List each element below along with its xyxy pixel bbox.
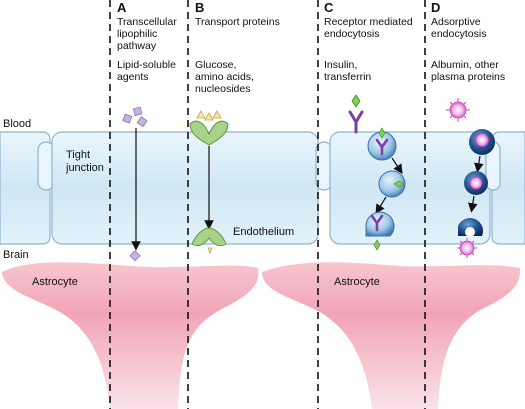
glucose-molecule-icon [207, 247, 213, 255]
astrocyte-right-shape [262, 262, 521, 409]
tight-junction-label-line-1: Tight [66, 149, 90, 161]
pathway-d-adsorptive-endocytosis [446, 98, 495, 258]
vesicle-icon [458, 217, 484, 236]
pathway-c-example-line-2: transferrin [324, 71, 371, 83]
pathway-b-example-line-3: nucleosides [195, 83, 250, 95]
lipid-molecule-icon [136, 116, 148, 128]
pathway-a-example-line-1: Lipid-soluble [117, 59, 176, 71]
pathway-a-title-line-3: pathway [117, 40, 157, 52]
lipid-molecule-icon [132, 106, 143, 117]
pathway-a-letter: A [117, 0, 127, 15]
albumin-molecule-icon [469, 176, 483, 190]
pathway-b-example-line-2: amino acids, [195, 71, 254, 83]
receptor-icon [348, 110, 364, 134]
glucose-molecule-icon [204, 112, 214, 121]
pathway-b-transporter [189, 110, 229, 255]
pathway-b-example-line-1: Glucose, [195, 59, 236, 71]
pathway-b-letter: B [195, 0, 204, 15]
albumin-molecule-icon [475, 133, 489, 147]
blood-label: Blood [3, 118, 31, 130]
transporter-protein-top-icon [189, 120, 229, 146]
insulin-molecule-icon [393, 180, 405, 188]
pathway-a-title-line-2: lipophilic [117, 28, 157, 40]
albumin-molecule-icon [446, 98, 470, 122]
transporter-protein-bottom-icon [191, 227, 227, 247]
vesicle-icon [365, 211, 395, 237]
pathway-c-letter: C [324, 0, 334, 15]
pathway-c-example-line-1: Insulin, [324, 59, 357, 71]
pathway-a-title-line-1: Transcellular [117, 16, 177, 28]
pathway-d-arrow-2 [468, 195, 478, 213]
glucose-molecule-icon [212, 110, 222, 119]
astrocyte-left-shape [2, 262, 259, 409]
insulin-molecule-icon [373, 239, 381, 251]
albumin-molecule-icon [465, 227, 475, 237]
vesicle-icon [378, 170, 406, 198]
pathway-separators [109, 0, 426, 409]
pathway-d-example-line-2: plasma proteins [431, 71, 505, 83]
receptor-icon [370, 214, 384, 232]
pathway-d-title-line-2: endocytosis [431, 28, 486, 40]
astrocyte-right-label: Astrocyte [334, 276, 380, 288]
receptor-icon [375, 138, 389, 156]
lipid-molecule-icon [129, 250, 141, 262]
pathway-d-example-line-1: Albumin, other [431, 59, 499, 71]
pathway-c-title-line-1: Receptor mediated [324, 16, 413, 28]
pathway-a-lipid-agents [122, 106, 148, 262]
albumin-molecule-icon [457, 238, 477, 258]
pathway-c-title-line-2: endocytosis [324, 28, 379, 40]
pathway-d-arrow-1 [474, 155, 484, 173]
insulin-molecule-icon [351, 94, 361, 108]
pathway-c-arrow-1 [391, 157, 403, 174]
pathway-d-letter: D [431, 0, 440, 15]
pathway-b-title-line-1: Transport proteins [195, 16, 280, 28]
brain-label: Brain [3, 249, 29, 261]
pathway-a-example-line-2: agents [117, 71, 149, 83]
glucose-molecule-icon [196, 110, 206, 119]
pathway-c-receptor-endocytosis [348, 94, 406, 251]
pathway-d-title-line-1: Adsorptive [431, 16, 481, 28]
pathway-c-arrow-2 [375, 196, 387, 215]
astrocyte-layer [2, 262, 521, 409]
lipid-molecule-icon [122, 113, 133, 124]
insulin-molecule-icon [378, 127, 386, 139]
astrocyte-left-label: Astrocyte [32, 276, 78, 288]
endothelium-label: Endothelium [233, 226, 294, 238]
tight-junction-label-line-2: junction [65, 162, 104, 174]
